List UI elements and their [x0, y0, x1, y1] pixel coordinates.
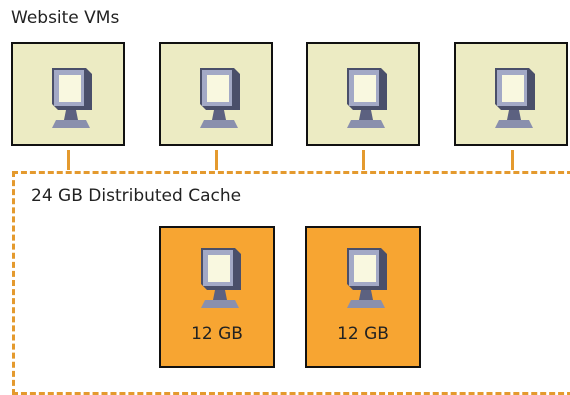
monitor-icon — [347, 248, 387, 308]
monitor-icon — [201, 248, 241, 308]
cache-node-2[interactable]: 12 GB — [305, 226, 421, 368]
connector-vm-4 — [511, 150, 514, 170]
website-vms-label: Website VMs — [11, 8, 120, 28]
monitor-icon — [495, 68, 535, 128]
connector-vm-3 — [362, 150, 365, 170]
website-vm-3[interactable] — [306, 42, 420, 146]
connector-vm-2 — [215, 150, 218, 170]
cache-node-1[interactable]: 12 GB — [159, 226, 275, 368]
connector-vm-1 — [67, 150, 70, 170]
website-vm-2[interactable] — [159, 42, 273, 146]
cache-node-size: 12 GB — [191, 324, 243, 344]
website-vm-4[interactable] — [454, 42, 568, 146]
monitor-icon — [347, 68, 387, 128]
monitor-icon — [200, 68, 240, 128]
website-vm-1[interactable] — [11, 42, 125, 146]
cache-node-size: 12 GB — [337, 324, 389, 344]
monitor-icon — [52, 68, 92, 128]
distributed-cache-label: 24 GB Distributed Cache — [31, 186, 242, 206]
